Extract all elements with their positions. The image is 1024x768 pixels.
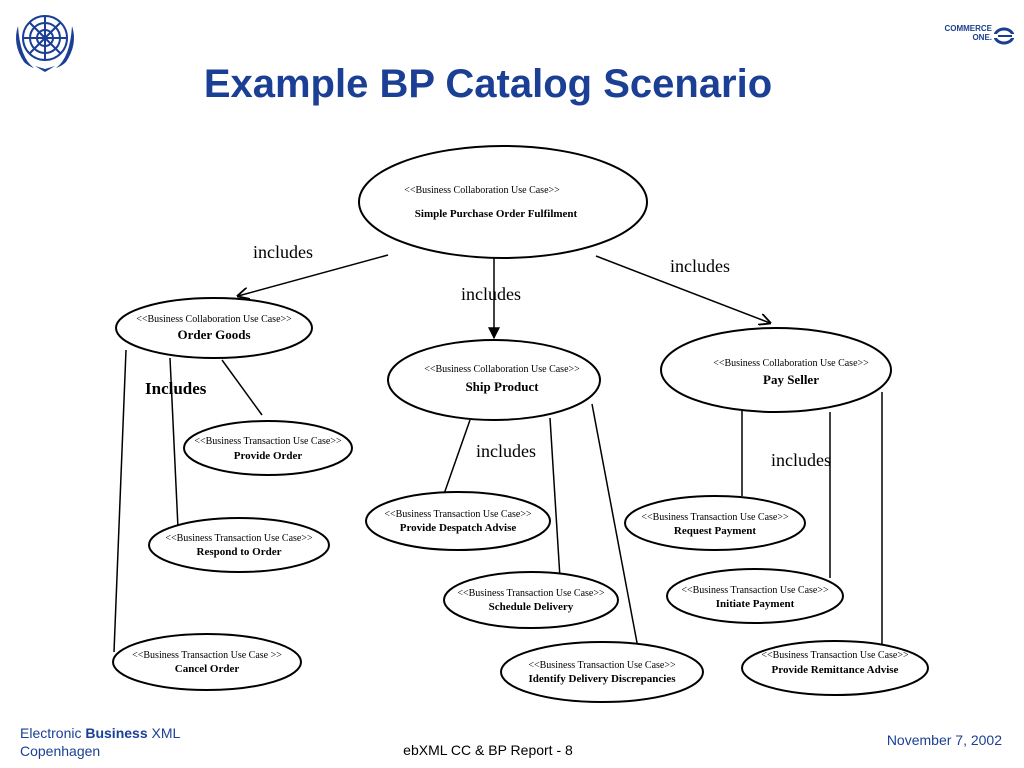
footer-report: ebXML CC & BP Report - 8 bbox=[403, 742, 573, 758]
node-stereotype: <<Business Transaction Use Case>> bbox=[681, 585, 829, 596]
footer-event: Electronic Business XML Copenhagen bbox=[20, 724, 180, 760]
node-name: Ship Product bbox=[465, 379, 539, 394]
node-stereotype: <<Business Collaboration Use Case>> bbox=[424, 364, 580, 375]
footer-event-location: Copenhagen bbox=[20, 743, 101, 759]
edge-ship-despatch bbox=[443, 419, 471, 495]
node-stereotype: <<Business Transaction Use Case>> bbox=[194, 436, 342, 447]
commerce-one-swirl-icon bbox=[994, 27, 1014, 45]
relation-label-order-group: Includes bbox=[145, 379, 207, 398]
use-case-node: <<Business Collaboration Use Case>> Orde… bbox=[115, 297, 313, 359]
use-case-node: <<Business Transaction Use Case>> Respon… bbox=[148, 517, 330, 573]
node-name: Provide Remittance Advise bbox=[772, 664, 899, 676]
edge-ship-schedule bbox=[549, 417, 561, 579]
node-name: Initiate Payment bbox=[716, 598, 795, 610]
use-case-node: <<Business Transaction Use Case>> Provid… bbox=[365, 491, 551, 551]
use-case-node: <<Business Transaction Use Case>> Reques… bbox=[624, 495, 806, 551]
node-stereotype: <<Business Transaction Use Case>> bbox=[384, 509, 532, 520]
footer-date: November 7, 2002 bbox=[886, 732, 1002, 748]
commerce-one-logo-line1: COMMERCE bbox=[944, 24, 992, 33]
edge-order-respond bbox=[169, 357, 179, 529]
commerce-one-logo-line2: ONE. bbox=[972, 33, 992, 42]
node-stereotype: <<Business Transaction Use Case>> bbox=[457, 588, 605, 599]
node-name: Respond to Order bbox=[197, 546, 282, 558]
node-name: Order Goods bbox=[177, 327, 250, 342]
footer-event-bold: Business bbox=[85, 725, 148, 741]
node-name: Pay Seller bbox=[763, 372, 819, 387]
node-stereotype: <<Business Transaction Use Case >> bbox=[132, 650, 282, 661]
node-name: Schedule Delivery bbox=[489, 601, 574, 613]
relation-label-root-pay: includes bbox=[670, 256, 730, 276]
node-stereotype: <<Business Transaction Use Case>> bbox=[761, 650, 909, 661]
node-name: Provide Despatch Advise bbox=[400, 522, 517, 534]
relation-label-root-ship: includes bbox=[461, 284, 521, 304]
edge-ship-discrepancy bbox=[591, 403, 639, 649]
node-name: Identify Delivery Discrepancies bbox=[528, 673, 676, 685]
node-name: Request Payment bbox=[674, 525, 757, 537]
use-case-node: <<Business Collaboration Use Case>> Ship… bbox=[387, 339, 601, 421]
footer-event-prefix: Electronic bbox=[20, 725, 86, 741]
edge-root-order bbox=[238, 254, 389, 296]
edge-order-provide bbox=[221, 359, 263, 416]
node-stereotype: <<Business Collaboration Use Case>> bbox=[713, 358, 869, 369]
use-case-node: <<Business Transaction Use Case>> Initia… bbox=[666, 568, 844, 624]
footer-event-suffix: XML bbox=[147, 725, 181, 741]
commerce-one-logo: COMMERCE ONE. bbox=[936, 24, 1014, 48]
use-case-node: <<Business Transaction Use Case>> Provid… bbox=[741, 640, 929, 696]
edge-root-pay bbox=[595, 255, 770, 323]
relation-label-root-order: includes bbox=[253, 242, 313, 262]
node-stereotype: <<Business Transaction Use Case>> bbox=[528, 660, 676, 671]
relation-label-ship-group: includes bbox=[476, 441, 536, 461]
un-emblem-logo bbox=[16, 15, 74, 72]
use-case-node: <<Business Transaction Use Case>> Schedu… bbox=[443, 571, 619, 629]
use-case-node: <<Business Transaction Use Case>> Provid… bbox=[183, 420, 353, 476]
node-stereotype: <<Business Transaction Use Case>> bbox=[165, 533, 313, 544]
node-name: Simple Purchase Order Fulfilment bbox=[415, 208, 578, 220]
node-name: Provide Order bbox=[234, 450, 303, 462]
node-stereotype: <<Business Collaboration Use Case>> bbox=[404, 185, 560, 196]
node-name: Cancel Order bbox=[175, 663, 240, 675]
edge-order-cancel bbox=[113, 349, 127, 653]
slide-title: Example BP Catalog Scenario bbox=[203, 62, 773, 106]
node-stereotype: <<Business Transaction Use Case>> bbox=[641, 512, 789, 523]
use-case-node: <<Business Collaboration Use Case>> Simp… bbox=[358, 145, 648, 259]
use-case-node: <<Business Collaboration Use Case>> Pay … bbox=[660, 327, 892, 413]
relation-label-pay-group: includes bbox=[771, 450, 831, 470]
use-case-node: <<Business Transaction Use Case >> Cance… bbox=[112, 633, 302, 691]
use-case-node: <<Business Transaction Use Case>> Identi… bbox=[500, 641, 704, 703]
node-stereotype: <<Business Collaboration Use Case>> bbox=[136, 314, 292, 325]
